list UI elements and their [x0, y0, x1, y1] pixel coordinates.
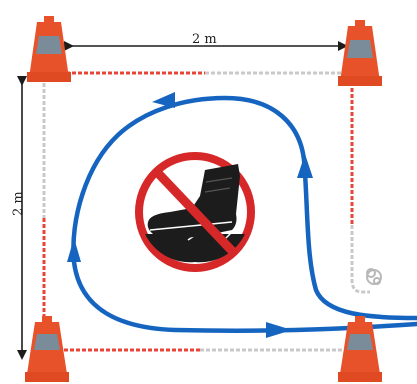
path-arrow-left	[67, 238, 81, 262]
traffic-cone-icon	[27, 16, 71, 82]
rope-coil-icon	[367, 269, 381, 284]
height-label: 2 m	[12, 191, 25, 216]
width-label: 2 m	[192, 33, 217, 46]
no-stepping-sign-icon	[139, 156, 251, 268]
path-arrow-bottom	[266, 322, 292, 338]
rope-right-grey	[352, 225, 370, 292]
traffic-cone-icon	[338, 20, 382, 86]
path-arrow-right	[297, 154, 313, 178]
path-arrow-top	[152, 92, 175, 108]
traffic-cone-icon	[25, 316, 69, 382]
